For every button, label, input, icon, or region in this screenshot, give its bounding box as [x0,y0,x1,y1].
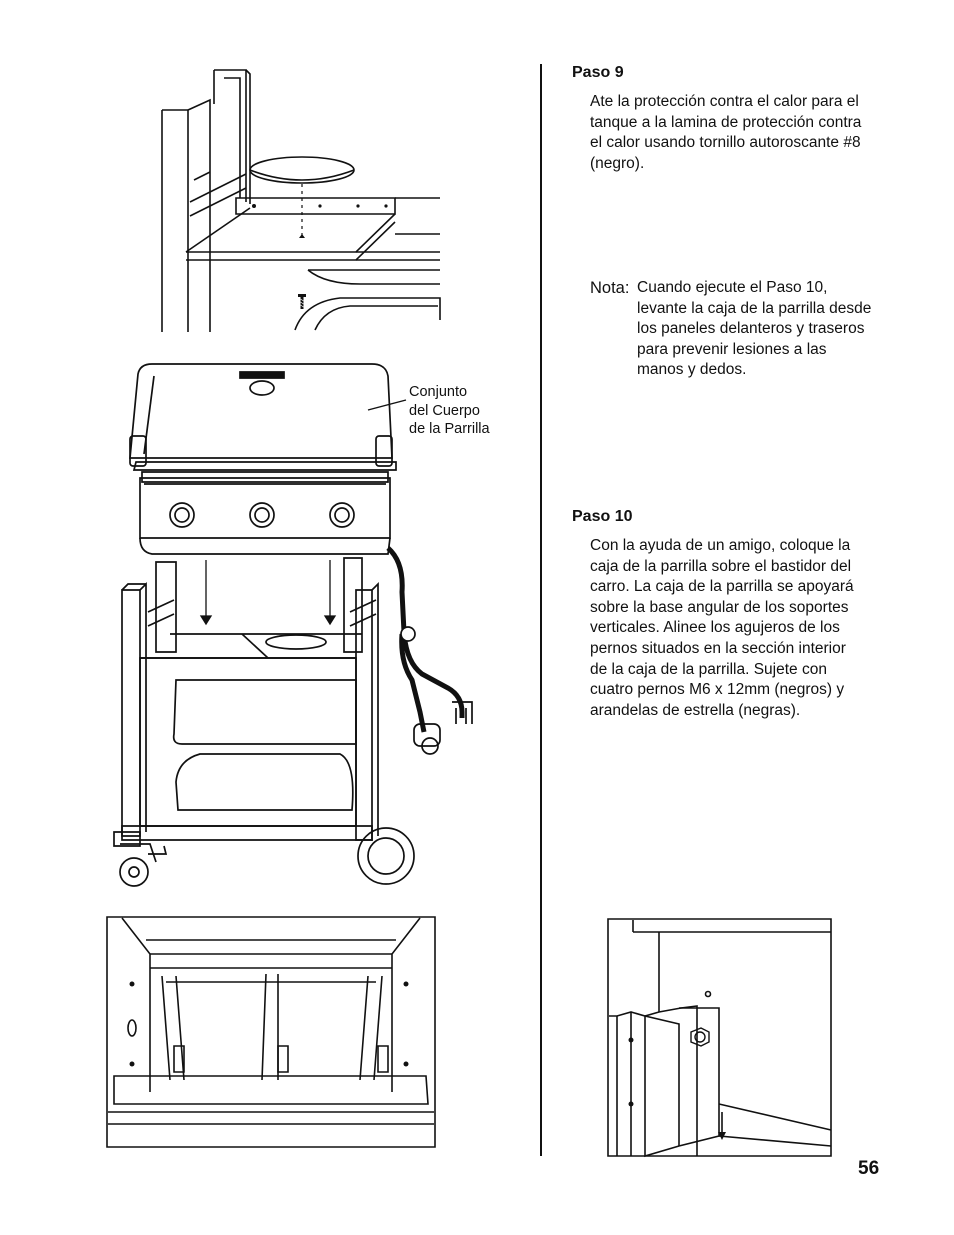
heat-shield-illustration [150,62,445,334]
step9-title: Paso 9 [572,64,624,81]
note-block: Nota: Cuando ejecute el Paso 10, levante… [590,278,885,388]
note-label: Nota: [590,279,630,297]
bolt-detail-illustration [607,918,832,1158]
callout-line-1: Conjunto [409,384,468,400]
callout-line-2: del Cuerpo [409,402,480,419]
note-text: Cuando ejecute el Paso 10, levante la ca… [637,279,872,379]
step10-title: Paso 10 [572,508,633,525]
grill-assembly-illustration [100,362,490,888]
column-divider [540,64,542,1156]
firebox-interior-illustration [106,916,436,1148]
grill-body-callout: Conjunto del Cuerpo de la Parrilla [409,383,490,439]
step9-body: Ate la protección contra el calor para e… [590,93,862,172]
callout-line-3: de la Parrilla [409,421,490,437]
page-number: 56 [858,1158,880,1179]
step10-body: Con la ayuda de un amigo, coloque la caj… [590,537,854,719]
